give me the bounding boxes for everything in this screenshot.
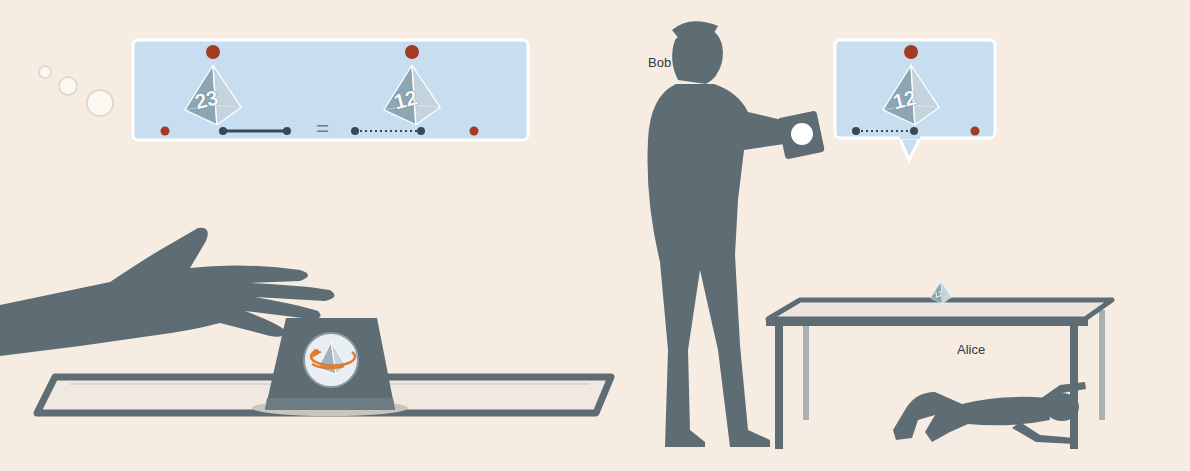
link-end — [910, 127, 918, 135]
table-edge — [766, 318, 1088, 326]
cup-rim — [265, 398, 395, 410]
rotation-arrow — [311, 350, 355, 366]
link-end — [852, 127, 860, 135]
thought-panel — [133, 40, 528, 140]
link-end — [283, 127, 291, 135]
cup — [265, 318, 395, 410]
dotted-link — [355, 130, 421, 132]
link-end — [417, 127, 425, 135]
table-leg — [1099, 310, 1105, 420]
red-dot — [206, 45, 220, 59]
table-leg — [775, 322, 783, 449]
thought-dot — [87, 90, 113, 116]
red-dot — [904, 45, 918, 59]
camera-lens — [791, 123, 813, 145]
link-end — [351, 127, 359, 135]
red-dot — [971, 127, 980, 136]
speech-join — [900, 133, 920, 139]
red-dot — [470, 127, 479, 136]
red-dot — [405, 45, 419, 59]
dotted-link — [856, 130, 914, 132]
speech-panel — [835, 40, 995, 138]
rotation-arrow — [312, 364, 344, 368]
alice-arm — [1012, 422, 1075, 444]
camera — [777, 110, 825, 159]
thought-dot — [39, 66, 51, 78]
table-leg — [803, 310, 809, 420]
person-name: Bob — [648, 55, 671, 70]
bob-hair — [672, 21, 718, 40]
bob-silhouette — [648, 84, 799, 447]
arrow-head — [312, 349, 322, 358]
solid-link — [223, 130, 287, 133]
numbered-tetrahedron: 23 — [181, 64, 245, 126]
equals-sign: = — [316, 116, 329, 142]
numbered-tetrahedron: 12 — [879, 64, 943, 126]
hidden-tetrahedron — [331, 342, 346, 374]
alice-arm — [1040, 382, 1086, 404]
speech-tail — [899, 136, 921, 160]
glass-table — [768, 300, 1112, 319]
numbered-tetrahedron: 12 — [380, 64, 444, 126]
cup-window — [304, 333, 358, 387]
numbered-tetrahedron: 12 — [929, 281, 953, 304]
red-dot — [161, 127, 170, 136]
person-name: Alice — [957, 342, 985, 357]
link-end — [219, 127, 227, 135]
thought-dot — [59, 77, 77, 95]
